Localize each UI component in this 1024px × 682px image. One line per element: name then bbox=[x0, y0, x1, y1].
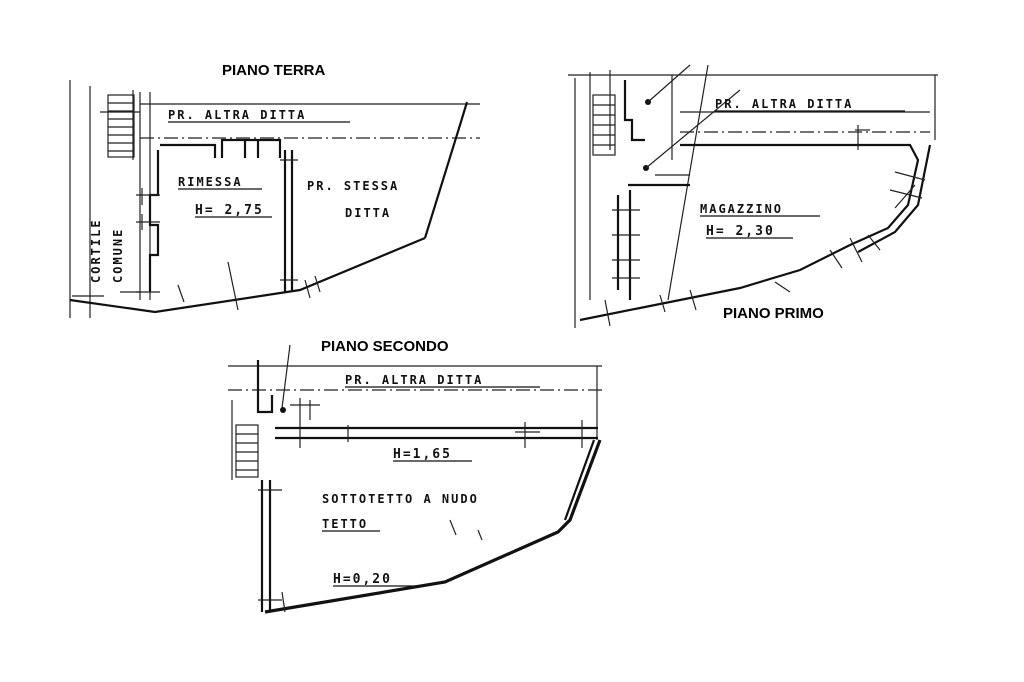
second-height-low-label: H=0,20 bbox=[333, 572, 392, 587]
second-height-high-label: H=1,65 bbox=[393, 447, 452, 462]
courtyard-label: CORTILE bbox=[89, 218, 103, 283]
first-stairs bbox=[592, 94, 616, 156]
ground-neighbor-label: PR. ALTRA DITTA bbox=[168, 108, 306, 122]
ground-same-owner-label: PR. STESSA bbox=[307, 179, 399, 193]
first-floor-plan: PIANO PRIMO bbox=[568, 64, 938, 328]
second-floor-plan: PIANO SECONDO bbox=[228, 338, 602, 614]
first-room-label: MAGAZZINO bbox=[700, 202, 783, 216]
ground-stairs bbox=[100, 94, 140, 158]
ground-floor-title: PIANO TERRA bbox=[222, 62, 326, 79]
first-height-label: H= 2,30 bbox=[706, 224, 775, 239]
second-room-label-2: TETTO bbox=[322, 517, 368, 531]
second-stairs bbox=[235, 424, 259, 478]
first-neighbor-label: PR. ALTRA DITTA bbox=[715, 97, 853, 111]
second-floor-title: PIANO SECONDO bbox=[321, 338, 449, 355]
first-floor-title: PIANO PRIMO bbox=[723, 305, 824, 322]
ground-room-label: RIMESSA bbox=[178, 175, 243, 189]
second-neighbor-label: PR. ALTRA DITTA bbox=[345, 373, 483, 387]
ground-floor-plan: PIANO TERRA bbox=[69, 62, 480, 318]
ground-height-label: H= 2,75 bbox=[195, 203, 264, 218]
ground-same-owner-label-2: DITTA bbox=[345, 206, 391, 220]
courtyard-label-2: COMUNE bbox=[111, 228, 125, 283]
second-room-label: SOTTOTETTO A NUDO bbox=[322, 492, 479, 506]
